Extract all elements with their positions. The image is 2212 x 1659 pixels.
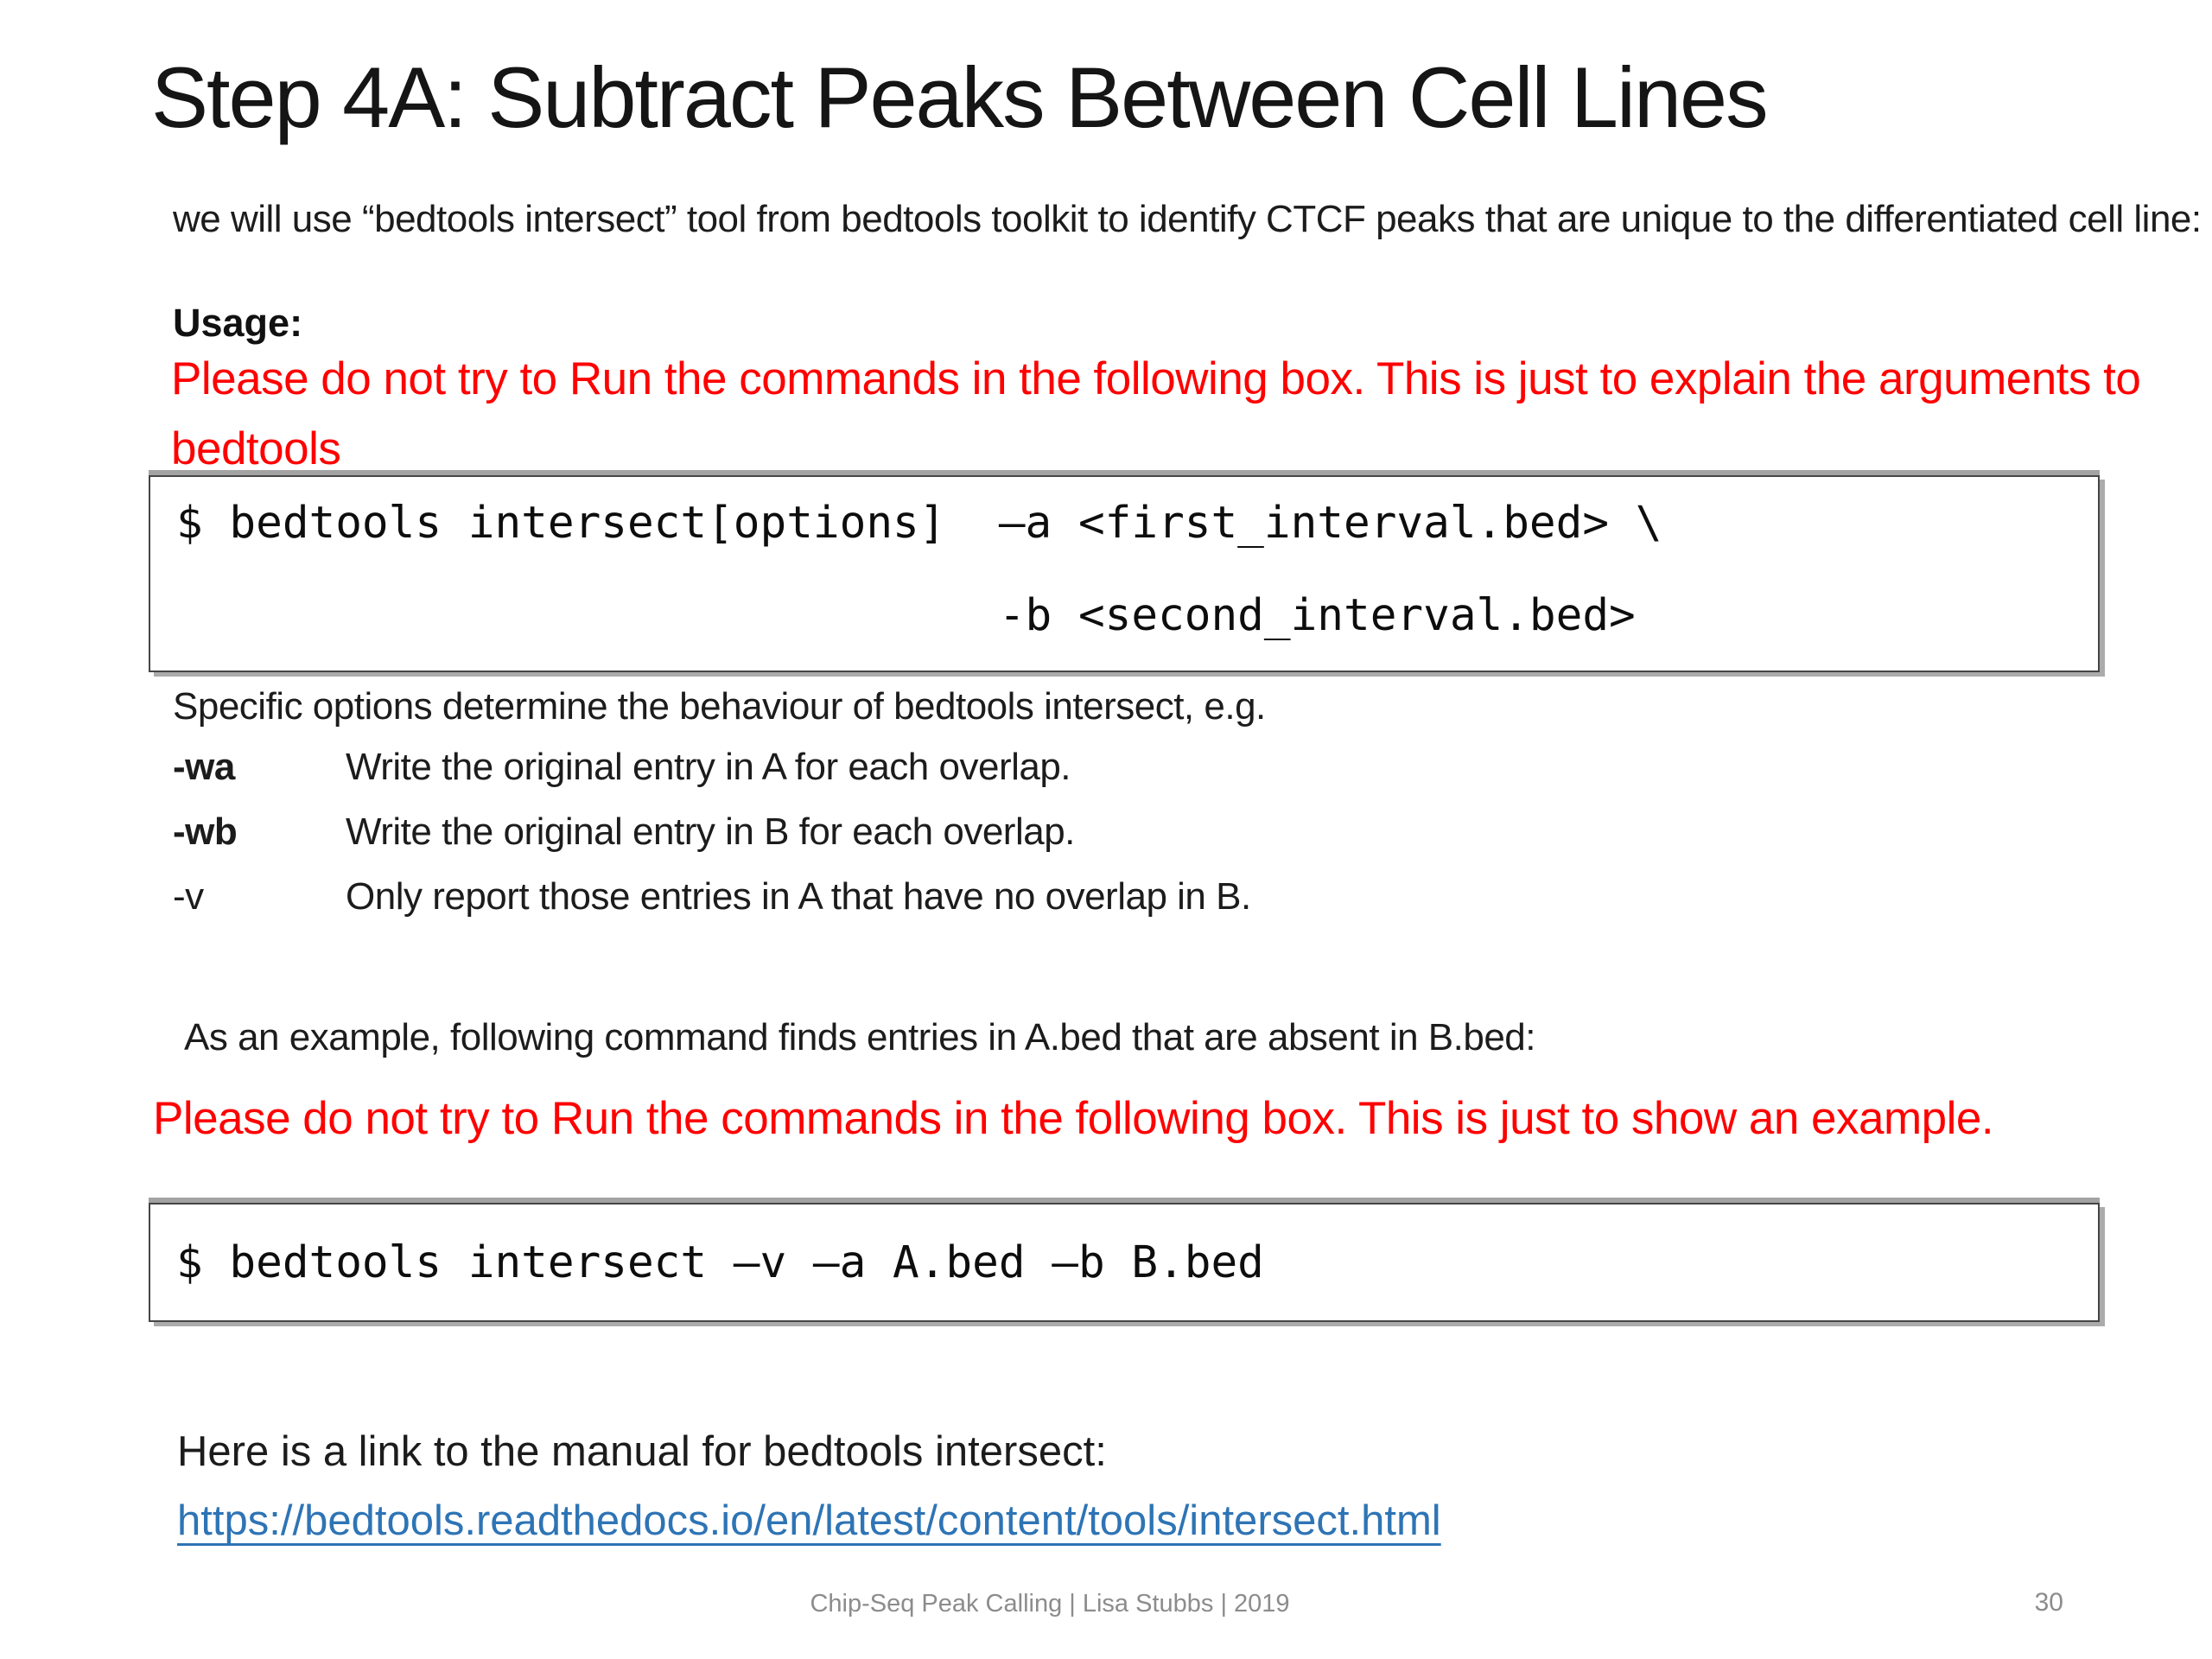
usage-label: Usage: <box>173 301 303 345</box>
option-desc: Only report those entries in A that have… <box>346 875 1251 918</box>
option-flag: -wa <box>173 746 235 788</box>
example-intro: As an example, following command finds e… <box>184 1016 1536 1058</box>
options-intro: Specific options determine the behaviour… <box>173 685 1266 728</box>
code-box-usage: $ bedtools intersect[options] –a <first_… <box>149 475 2100 672</box>
option-flag: -wb <box>173 810 238 853</box>
options-list: -wa Write the original entry in A for eac… <box>173 734 1251 929</box>
option-row: -wa Write the original entry in A for eac… <box>173 734 1251 799</box>
footer-text: Chip-Seq Peak Calling | Lisa Stubbs | 20… <box>810 1590 1290 1618</box>
option-desc: Write the original entry in B for each o… <box>346 810 1075 853</box>
code-line-2: -b <second_interval.bed> <box>176 590 1636 641</box>
option-row: -wb Write the original entry in B for eac… <box>173 799 1251 864</box>
intro-paragraph: we will use “bedtools intersect” tool fr… <box>173 198 2202 240</box>
link-intro: Here is a link to the manual for bedtool… <box>177 1428 1107 1475</box>
code-line-1: $ bedtools intersect[options] –a <first_… <box>176 498 1662 549</box>
warning-text-1: Please do not try to Run the commands in… <box>171 353 2141 474</box>
code-box-example: $ bedtools intersect –v –a A.bed –b B.be… <box>149 1203 2100 1322</box>
warning-text-2: Please do not try to Run the commands in… <box>153 1093 1994 1144</box>
page-number: 30 <box>2034 1588 2063 1617</box>
page-title: Step 4A: Subtract Peaks Between Cell Lin… <box>151 49 1769 145</box>
option-row: -v Only report those entries in A that ha… <box>173 864 1251 929</box>
manual-link[interactable]: https://bedtools.readthedocs.io/en/lates… <box>177 1497 1441 1544</box>
code-line-1: $ bedtools intersect –v –a A.bed –b B.be… <box>176 1237 1264 1288</box>
option-desc: Write the original entry in A for each o… <box>346 746 1071 788</box>
option-flag: -v <box>173 875 204 918</box>
